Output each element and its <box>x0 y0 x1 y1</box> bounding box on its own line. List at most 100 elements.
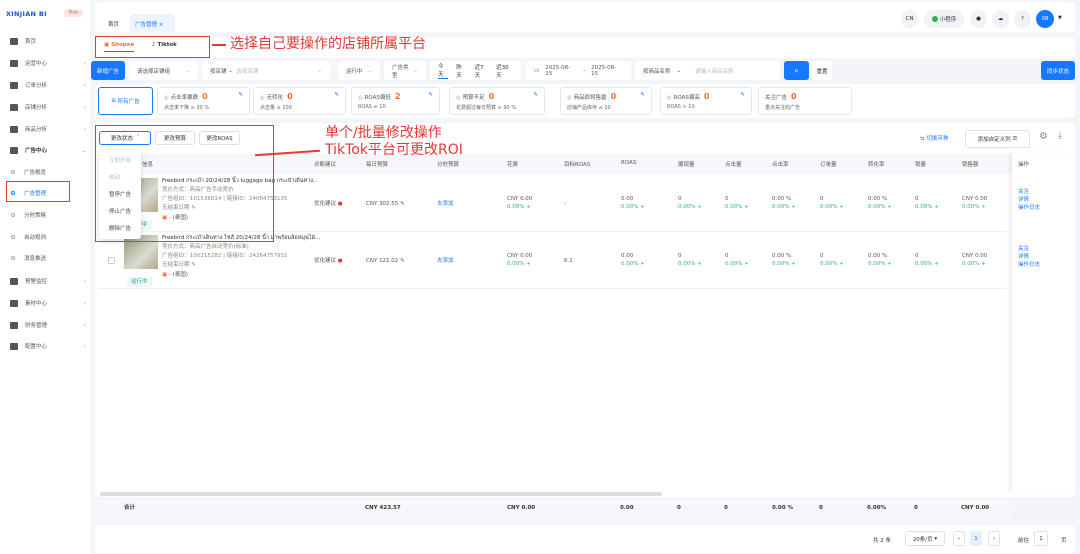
diagnosis[interactable]: 优化建议 ● <box>314 200 343 208</box>
action-link[interactable]: 操作日志 <box>1018 205 1041 211</box>
sidebar-item-operations[interactable]: 运营中心› <box>10 56 86 70</box>
sidebar-item-materials[interactable]: 素材中心› <box>10 296 86 310</box>
switch-currency-button[interactable]: ⇆ 切换币种 <box>920 134 948 142</box>
help-icon[interactable]: ? <box>1014 10 1031 28</box>
column-header[interactable]: ROAS <box>621 160 637 166</box>
add-time-budget-link[interactable]: 去添加 <box>437 201 454 207</box>
custom-columns-button[interactable]: 添加自定义列 ☰ <box>965 130 1030 148</box>
page-size-select[interactable]: 20条/页 ▾ <box>905 531 945 546</box>
status-menu-item[interactable]: 启动 <box>109 175 121 181</box>
change-budget-button[interactable]: 更改预算 <box>155 131 195 145</box>
change-roas-button[interactable]: 更改ROAS <box>199 131 240 145</box>
sidebar-item-orders[interactable]: 订单分析› <box>10 78 86 92</box>
ad-title[interactable]: Freebird กระเป๋าเดินทาง ไซส์ 20/24/28 นิ… <box>162 235 321 241</box>
column-header[interactable]: 转化率 <box>868 162 885 168</box>
shop-group-select[interactable]: 请选择店铺组⌄ <box>129 61 198 80</box>
add-time-budget-link[interactable]: 去添加 <box>437 258 454 264</box>
sidebar-item-ad-overview[interactable]: 广告概览 <box>10 165 86 179</box>
edit-icon[interactable]: ✎ <box>238 92 243 98</box>
diagnosis[interactable]: 优化建议 ● <box>314 257 343 265</box>
column-header[interactable]: 点击量 <box>725 162 742 168</box>
column-header[interactable]: 销量 <box>915 162 927 168</box>
action-link[interactable]: 详情 <box>1018 197 1030 203</box>
column-header[interactable]: 点击率 <box>772 162 789 168</box>
date-tab-7d[interactable]: 近7天 <box>474 64 484 79</box>
avatar[interactable]: 08 <box>1036 10 1054 28</box>
download-icon[interactable]: ⤓ <box>1058 131 1062 141</box>
action-link[interactable]: 关注 <box>1018 246 1030 252</box>
sidebar-item-auto-rules[interactable]: 自动规则 <box>10 230 86 244</box>
ad-title[interactable]: Freebird กระเป๋า 20/24/28 นิ้ว luggage b… <box>162 178 319 184</box>
edit-icon[interactable]: ✎ <box>191 205 196 211</box>
add-ad-button[interactable]: 新增广告 <box>91 61 125 80</box>
status-select[interactable]: 运行中⌄ <box>338 61 380 80</box>
action-link[interactable]: 关注 <box>1018 189 1030 195</box>
search-type[interactable]: 按商品名称 <box>643 68 671 75</box>
language-button[interactable]: CN <box>901 10 918 28</box>
mini-program-button[interactable]: 小程序 <box>924 10 964 28</box>
sidebar-item-alerts[interactable]: 预警监控› <box>10 274 86 288</box>
column-header[interactable]: 分时预算 <box>437 162 460 168</box>
sidebar-item-ad-center[interactable]: 广告中心⌄ <box>10 143 86 157</box>
column-header[interactable]: 每日预算 <box>366 162 389 168</box>
status-menu-item[interactable]: 停止广告 <box>109 209 132 215</box>
status-menu-item[interactable]: 删除广告 <box>109 226 132 232</box>
date-tab-30d[interactable]: 近30天 <box>496 64 509 79</box>
search-button[interactable]: ⌕ <box>784 61 809 80</box>
platform-tab-shopee[interactable]: ▣ Shopee <box>104 42 135 52</box>
edit-icon[interactable]: ✎ <box>428 92 433 98</box>
product-search[interactable]: 按商品名称⌄请输入商品名称 <box>635 61 780 80</box>
shop-select[interactable]: 按店铺 ⌄ 选择店铺⌄ <box>202 61 330 80</box>
edit-icon[interactable]: ✎ <box>400 258 405 264</box>
search-input[interactable]: 请输入商品名称 <box>695 68 734 75</box>
column-header[interactable]: 销售额 <box>962 162 979 168</box>
status-menu-item[interactable]: 立即开始 <box>109 158 132 164</box>
edit-icon[interactable]: ✎ <box>334 92 339 98</box>
date-tab-yesterday[interactable]: 昨天 <box>456 64 462 79</box>
bell-icon[interactable]: ● <box>970 10 987 28</box>
edit-icon[interactable]: ✎ <box>740 92 745 98</box>
column-header[interactable]: 目标ROAS <box>564 162 591 168</box>
edit-icon[interactable]: ✎ <box>640 92 645 98</box>
sidebar-item-products[interactable]: 商品分析› <box>10 122 86 136</box>
change-status-button[interactable]: 更改状态 ˆ <box>99 131 151 145</box>
action-link[interactable]: 操作日志 <box>1018 262 1041 268</box>
edit-icon[interactable]: ✎ <box>400 201 405 207</box>
caret-down-icon[interactable]: ▼ <box>1058 15 1062 21</box>
horizontal-scrollbar[interactable] <box>100 492 662 496</box>
edit-icon[interactable]: ✎ <box>533 92 538 98</box>
sync-status-button[interactable]: 同步状态 <box>1041 61 1075 80</box>
ad-type-select[interactable]: 广告类型⌄ <box>384 61 426 80</box>
sidebar-item-ad-management[interactable]: 广告管理 <box>10 186 86 200</box>
prev-page-button[interactable]: ‹ <box>953 531 965 546</box>
reset-button[interactable]: 重置 <box>812 61 832 80</box>
tab-ad-management[interactable]: 广告管理 × <box>130 14 175 32</box>
sidebar-item-stores[interactable]: 店铺分析› <box>10 100 86 114</box>
page-1[interactable]: 1 <box>970 531 982 546</box>
platform-tab-tiktok[interactable]: ♪ Tiktok <box>152 42 177 48</box>
sidebar-item-home[interactable]: 首页 <box>10 34 86 48</box>
next-page-button[interactable]: › <box>988 531 1000 546</box>
status-menu-item[interactable]: 暂停广告 <box>109 192 132 198</box>
sidebar-item-notifications[interactable]: 消息推送 <box>10 251 86 265</box>
edit-icon[interactable]: ✎ <box>191 262 196 268</box>
tab-home[interactable]: 首页 <box>108 22 120 28</box>
sidebar-item-dayparting[interactable]: 分时策略 <box>10 208 86 222</box>
date-tab-today[interactable]: 今天 <box>438 62 449 79</box>
column-header[interactable]: 诊断建议 <box>314 162 337 168</box>
column-header[interactable]: 订单量 <box>820 162 837 168</box>
goto-input[interactable]: 1 <box>1034 531 1048 546</box>
column-header[interactable]: 花费 <box>507 162 519 168</box>
cloud-download-icon[interactable]: ☁ <box>992 10 1009 28</box>
sidebar-item-config[interactable]: 配置中心› <box>10 339 86 353</box>
close-icon[interactable]: × <box>158 22 164 28</box>
column-header[interactable]: 展现量 <box>678 162 695 168</box>
gear-icon[interactable]: ⚙ <box>1039 131 1048 142</box>
